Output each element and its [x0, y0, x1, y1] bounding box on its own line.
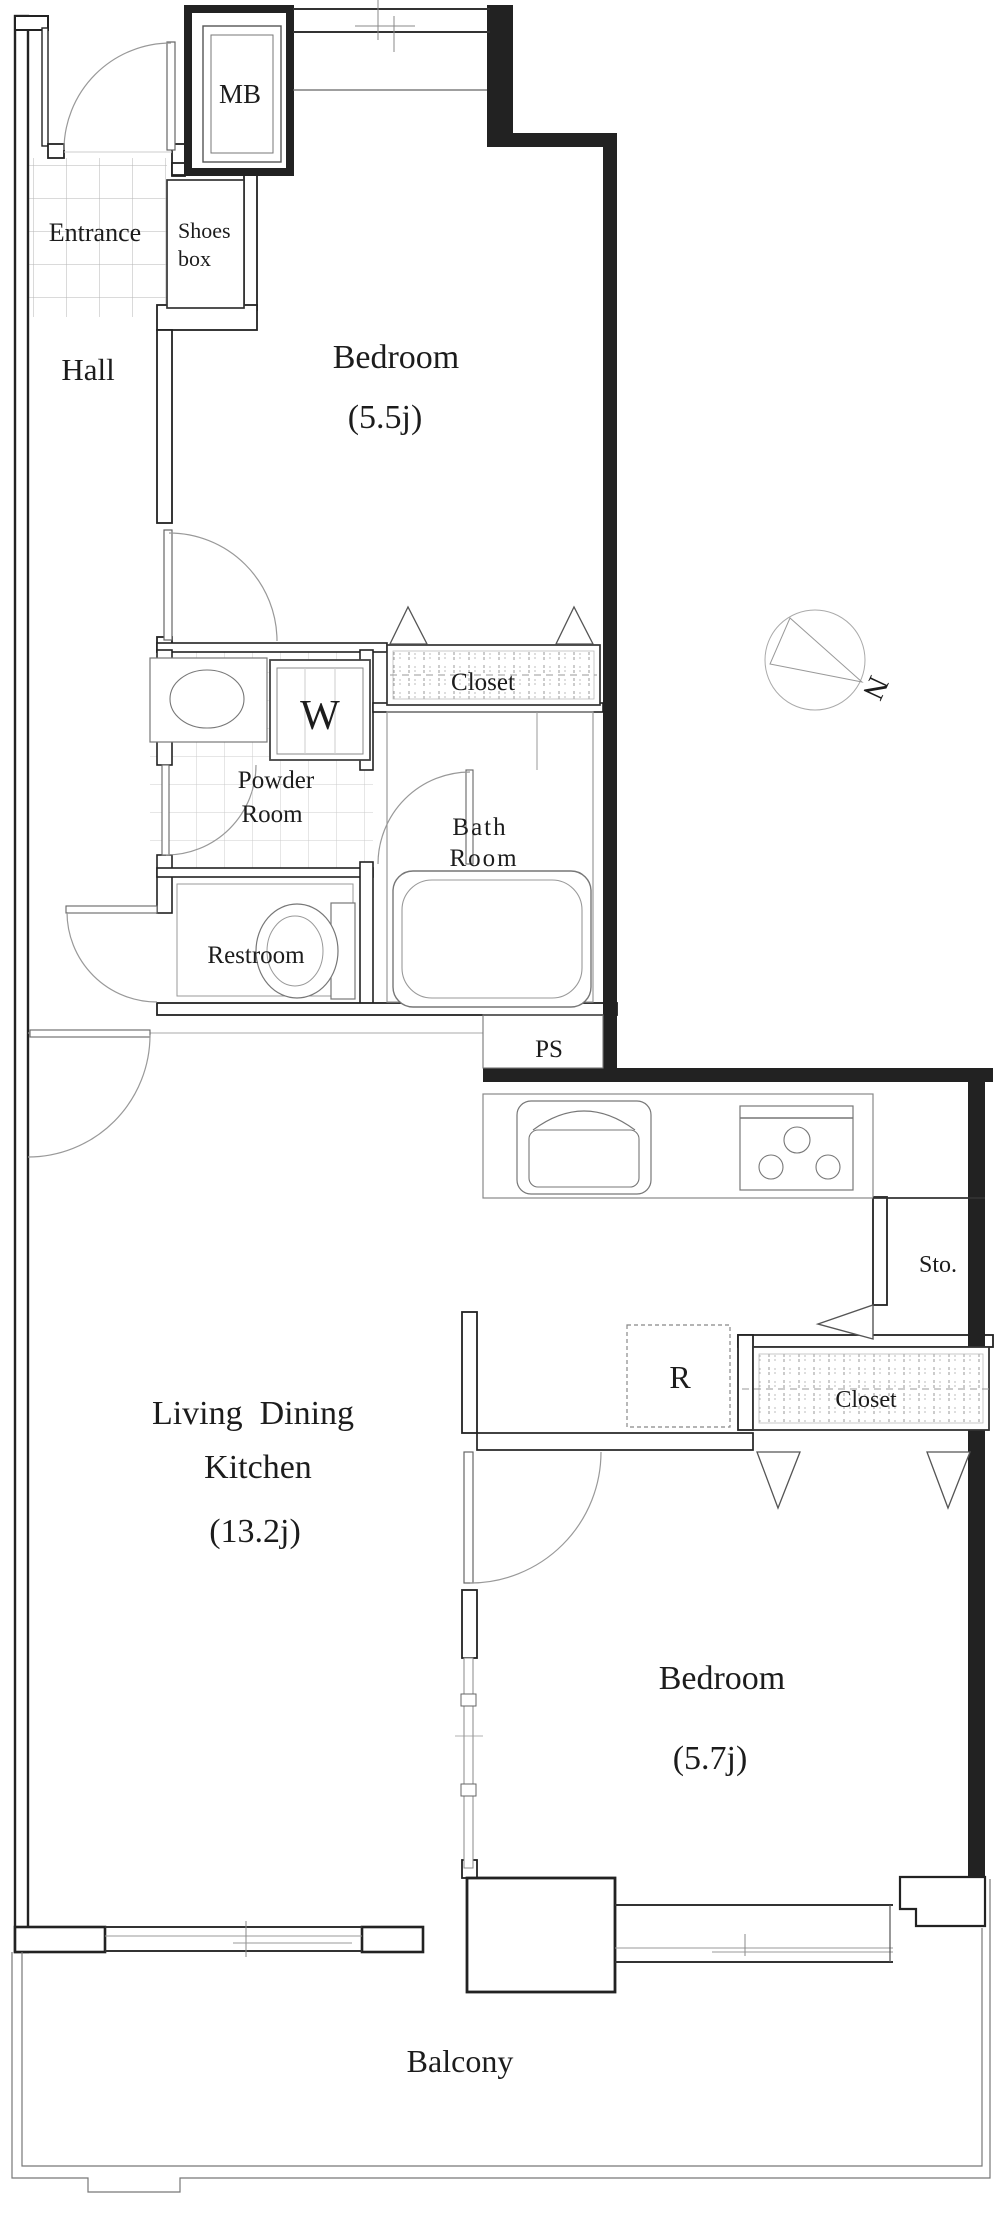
- closet2-label: Closet: [835, 1387, 897, 1413]
- closet2-hanger-left: [756, 1451, 801, 1510]
- entrance-tile-floor: [28, 158, 167, 317]
- ldk-bedroom2-partition-upper: [461, 1311, 478, 1434]
- shoes-box: [166, 179, 245, 309]
- balcony-pier: [465, 1876, 617, 1994]
- entrance-jamb-left: [41, 27, 49, 147]
- ldk-size: (13.2j): [209, 1513, 301, 1550]
- powder-restroom-divider: [156, 867, 374, 878]
- closet2-hanger-right: [926, 1451, 971, 1510]
- fixtures: [11, 179, 991, 2193]
- ldk-label-line2: Kitchen: [204, 1449, 312, 1486]
- ldk-bedroom2-partition-lower: [461, 1589, 478, 1659]
- wall-top-right-column: [487, 5, 513, 147]
- kitchen-sink: [516, 1100, 652, 1195]
- windows: [105, 0, 893, 1963]
- bedroom1-size: (5.5j): [348, 399, 423, 436]
- bedroom1-top-window: [293, 0, 490, 91]
- closet1-hanger-right: [554, 605, 595, 645]
- bedroom1-door: [163, 529, 278, 642]
- shoesbox-label-line1: Shoes: [178, 218, 231, 243]
- sto-left-wall: [872, 1196, 888, 1306]
- bedroom2-bottom-window: [615, 1904, 893, 1963]
- balcony-outline: [11, 1879, 991, 2193]
- kitchen-top-exterior-wall: [483, 1068, 993, 1082]
- meter-box: [184, 5, 294, 176]
- balcony-label: Balcony: [407, 2043, 514, 2079]
- compass: [764, 609, 866, 711]
- storage-label: Sto.: [919, 1252, 957, 1278]
- bedroom2-top-wall: [476, 1432, 754, 1451]
- hall-ldk-door: [27, 1029, 483, 1158]
- powder-label-line1: Powder: [238, 767, 315, 794]
- ps-label: PS: [535, 1036, 563, 1063]
- closet1-label: Closet: [451, 669, 515, 696]
- powder-room-door: [161, 764, 257, 856]
- closets: [386, 605, 990, 1510]
- hall-bedroom1-partition: [156, 329, 173, 524]
- bathtub: [392, 870, 592, 1008]
- ldk-bottom-wall-mid-block: [360, 1925, 425, 1954]
- hall-label: Hall: [61, 352, 114, 387]
- bedroom2-label: Bedroom: [659, 1660, 786, 1697]
- bathroom-interior: [386, 711, 594, 1008]
- restroom-label: Restroom: [207, 942, 305, 969]
- labels: MB Entrance Shoes box Hall Bedroom (5.5j…: [49, 79, 957, 2079]
- closet1: [386, 605, 601, 706]
- bath-door: [377, 769, 474, 865]
- bedroom2-door: [463, 1451, 602, 1584]
- outer-wall-top-left-nub: [14, 15, 49, 31]
- partition-glass-panels: [455, 1657, 483, 1869]
- wall-top-right-horizontal: [500, 133, 617, 147]
- shoesbox-right-wall: [243, 167, 258, 311]
- doors: [27, 41, 874, 1584]
- powder-left-wall-lower: [156, 854, 173, 914]
- walls-solid: [483, 5, 993, 1877]
- mb-inner-box: [210, 34, 274, 154]
- refrigerator-box: [626, 1324, 731, 1428]
- powder-label-line2: Room: [241, 801, 303, 828]
- ldk-bottom-wall-left-block: [13, 1925, 107, 1954]
- kitchen-counter: [482, 1093, 874, 1199]
- outer-wall-right-upper: [603, 133, 617, 1082]
- outer-wall-left: [13, 14, 30, 1954]
- bath-label-line2: Room: [449, 845, 518, 872]
- washer-label: W: [300, 693, 340, 739]
- powder-right-wall-lower: [359, 861, 374, 1013]
- bedroom2-bottom-right-step-block: [898, 1875, 987, 1928]
- stove: [739, 1105, 854, 1191]
- refrigerator-label: R: [669, 1359, 691, 1395]
- entrance-sill-block: [47, 143, 65, 159]
- entrance-door: [63, 41, 176, 153]
- closet2-left-cap: [737, 1334, 754, 1431]
- mb-inner-frame: [202, 25, 282, 163]
- bedroom2-size: (5.7j): [673, 1740, 748, 1777]
- washing-machine-box: [269, 659, 371, 761]
- compass-circle: [764, 609, 866, 711]
- closet2: [742, 1346, 990, 1510]
- bath-label-line1: Bath: [452, 814, 507, 841]
- compass-needle: [769, 617, 864, 683]
- storage-door: [815, 1304, 874, 1340]
- toilet: [176, 883, 356, 1000]
- entrance-label: Entrance: [49, 218, 141, 247]
- shoesbox-label-line2: box: [178, 246, 211, 271]
- ldk-bottom-window: [105, 1921, 362, 1957]
- restroom-door: [65, 905, 158, 1003]
- closet1-hanger-left: [388, 605, 429, 645]
- washbasin: [149, 657, 268, 743]
- bedroom1-label: Bedroom: [333, 339, 460, 376]
- mb-label: MB: [219, 79, 261, 109]
- wall-powder-top: [156, 642, 388, 653]
- outer-wall-right-lower: [968, 1082, 985, 1877]
- ps-shaft: [482, 1014, 604, 1069]
- ldk-label-line1: Living Dining: [152, 1395, 354, 1432]
